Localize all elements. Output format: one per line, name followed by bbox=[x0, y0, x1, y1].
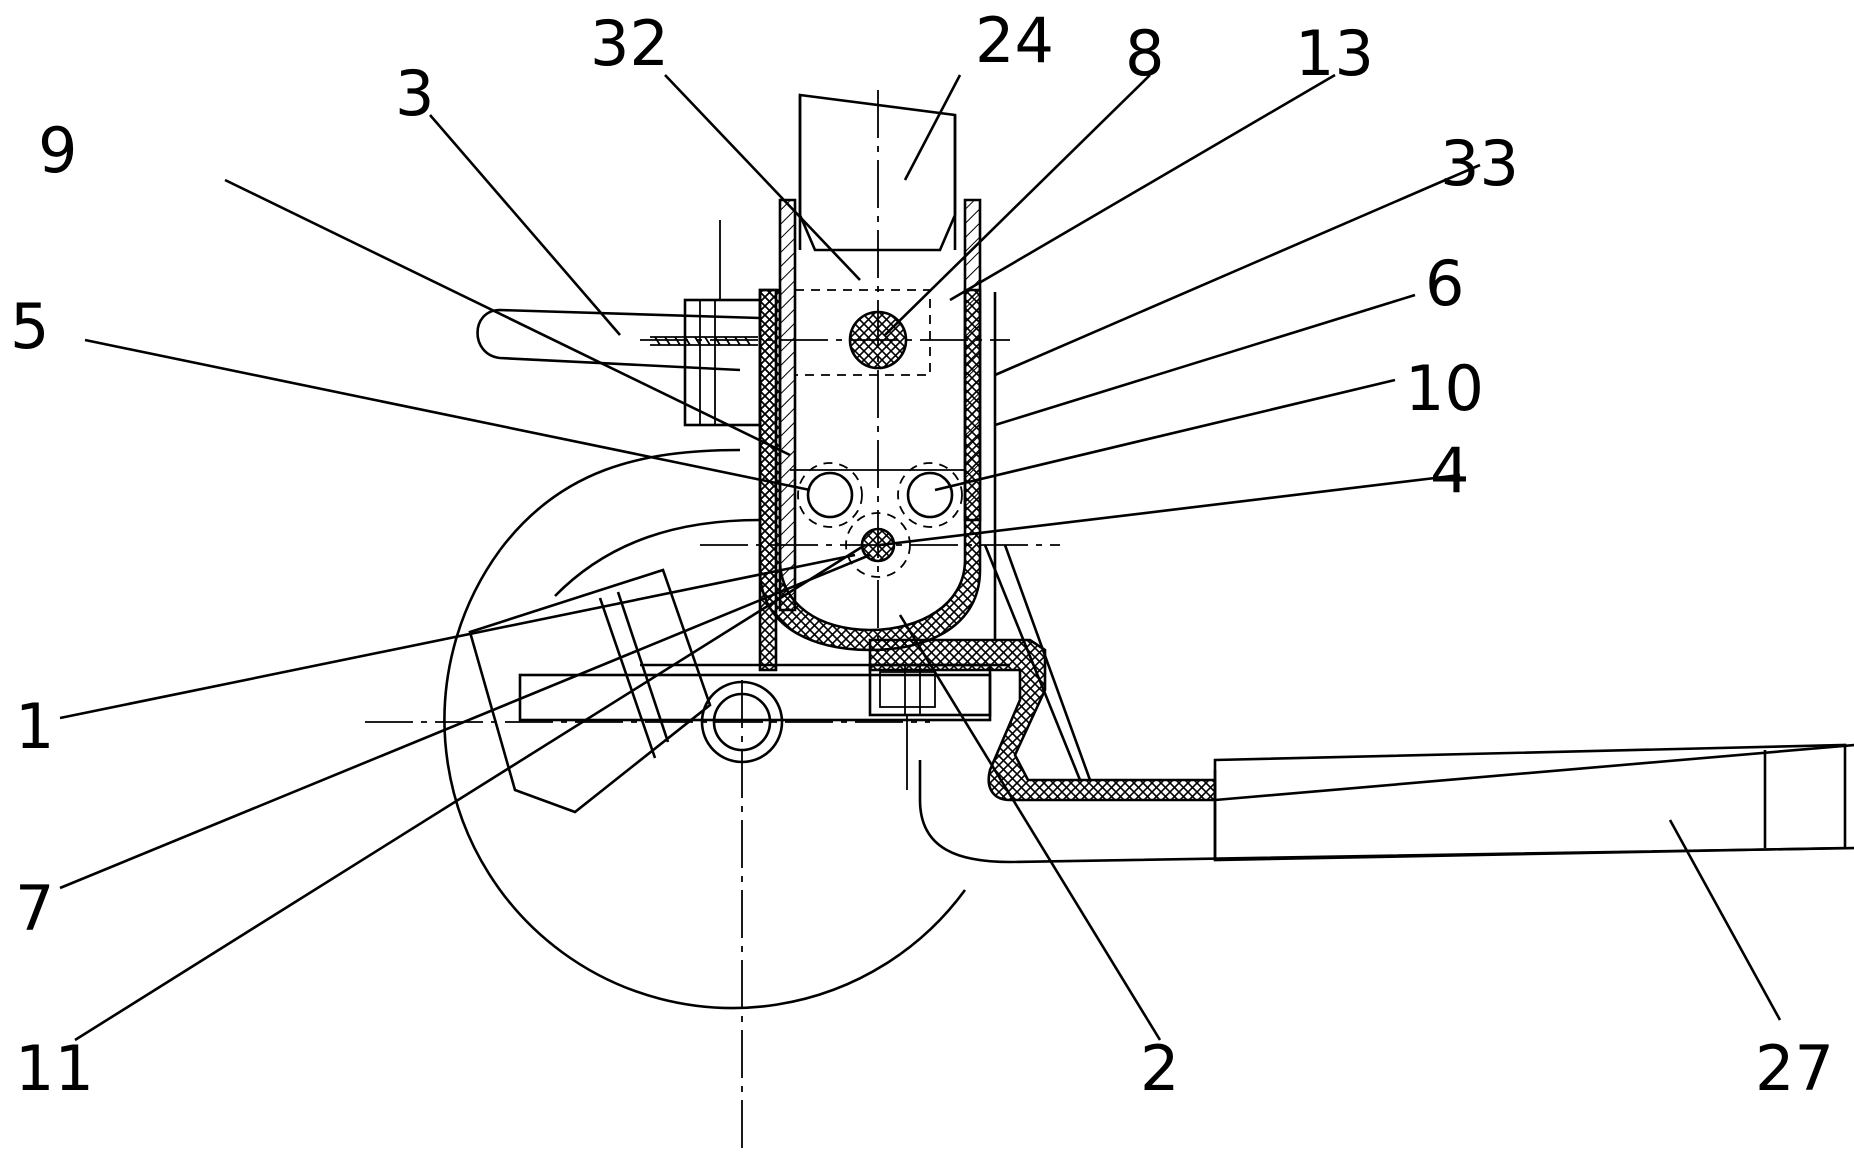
callout-1: 1 bbox=[15, 690, 54, 763]
callout-24: 24 bbox=[975, 4, 1054, 77]
base-plate bbox=[520, 665, 1010, 762]
leader-lines bbox=[60, 75, 1780, 1040]
callout-3: 3 bbox=[395, 57, 434, 130]
tilted-clamp-block bbox=[470, 570, 710, 812]
callout-2: 2 bbox=[1140, 1032, 1179, 1105]
bolt-block bbox=[870, 665, 990, 790]
callout-9: 9 bbox=[38, 114, 77, 187]
callout-10: 10 bbox=[1405, 352, 1484, 425]
u-channel bbox=[760, 200, 980, 670]
roller-5 bbox=[798, 463, 862, 527]
callout-32: 32 bbox=[590, 7, 669, 80]
callout-13: 13 bbox=[1295, 17, 1374, 90]
roller-10 bbox=[898, 463, 962, 527]
callout-5: 5 bbox=[10, 290, 49, 363]
callout-8: 8 bbox=[1125, 17, 1164, 90]
pin-8 bbox=[850, 312, 906, 368]
callout-27: 27 bbox=[1755, 1032, 1834, 1105]
callout-33: 33 bbox=[1440, 127, 1519, 200]
lever-arm bbox=[920, 745, 1854, 862]
callout-7: 7 bbox=[15, 872, 54, 945]
callout-6: 6 bbox=[1425, 247, 1464, 320]
callout-11: 11 bbox=[15, 1032, 94, 1105]
callout-4: 4 bbox=[1430, 434, 1469, 507]
